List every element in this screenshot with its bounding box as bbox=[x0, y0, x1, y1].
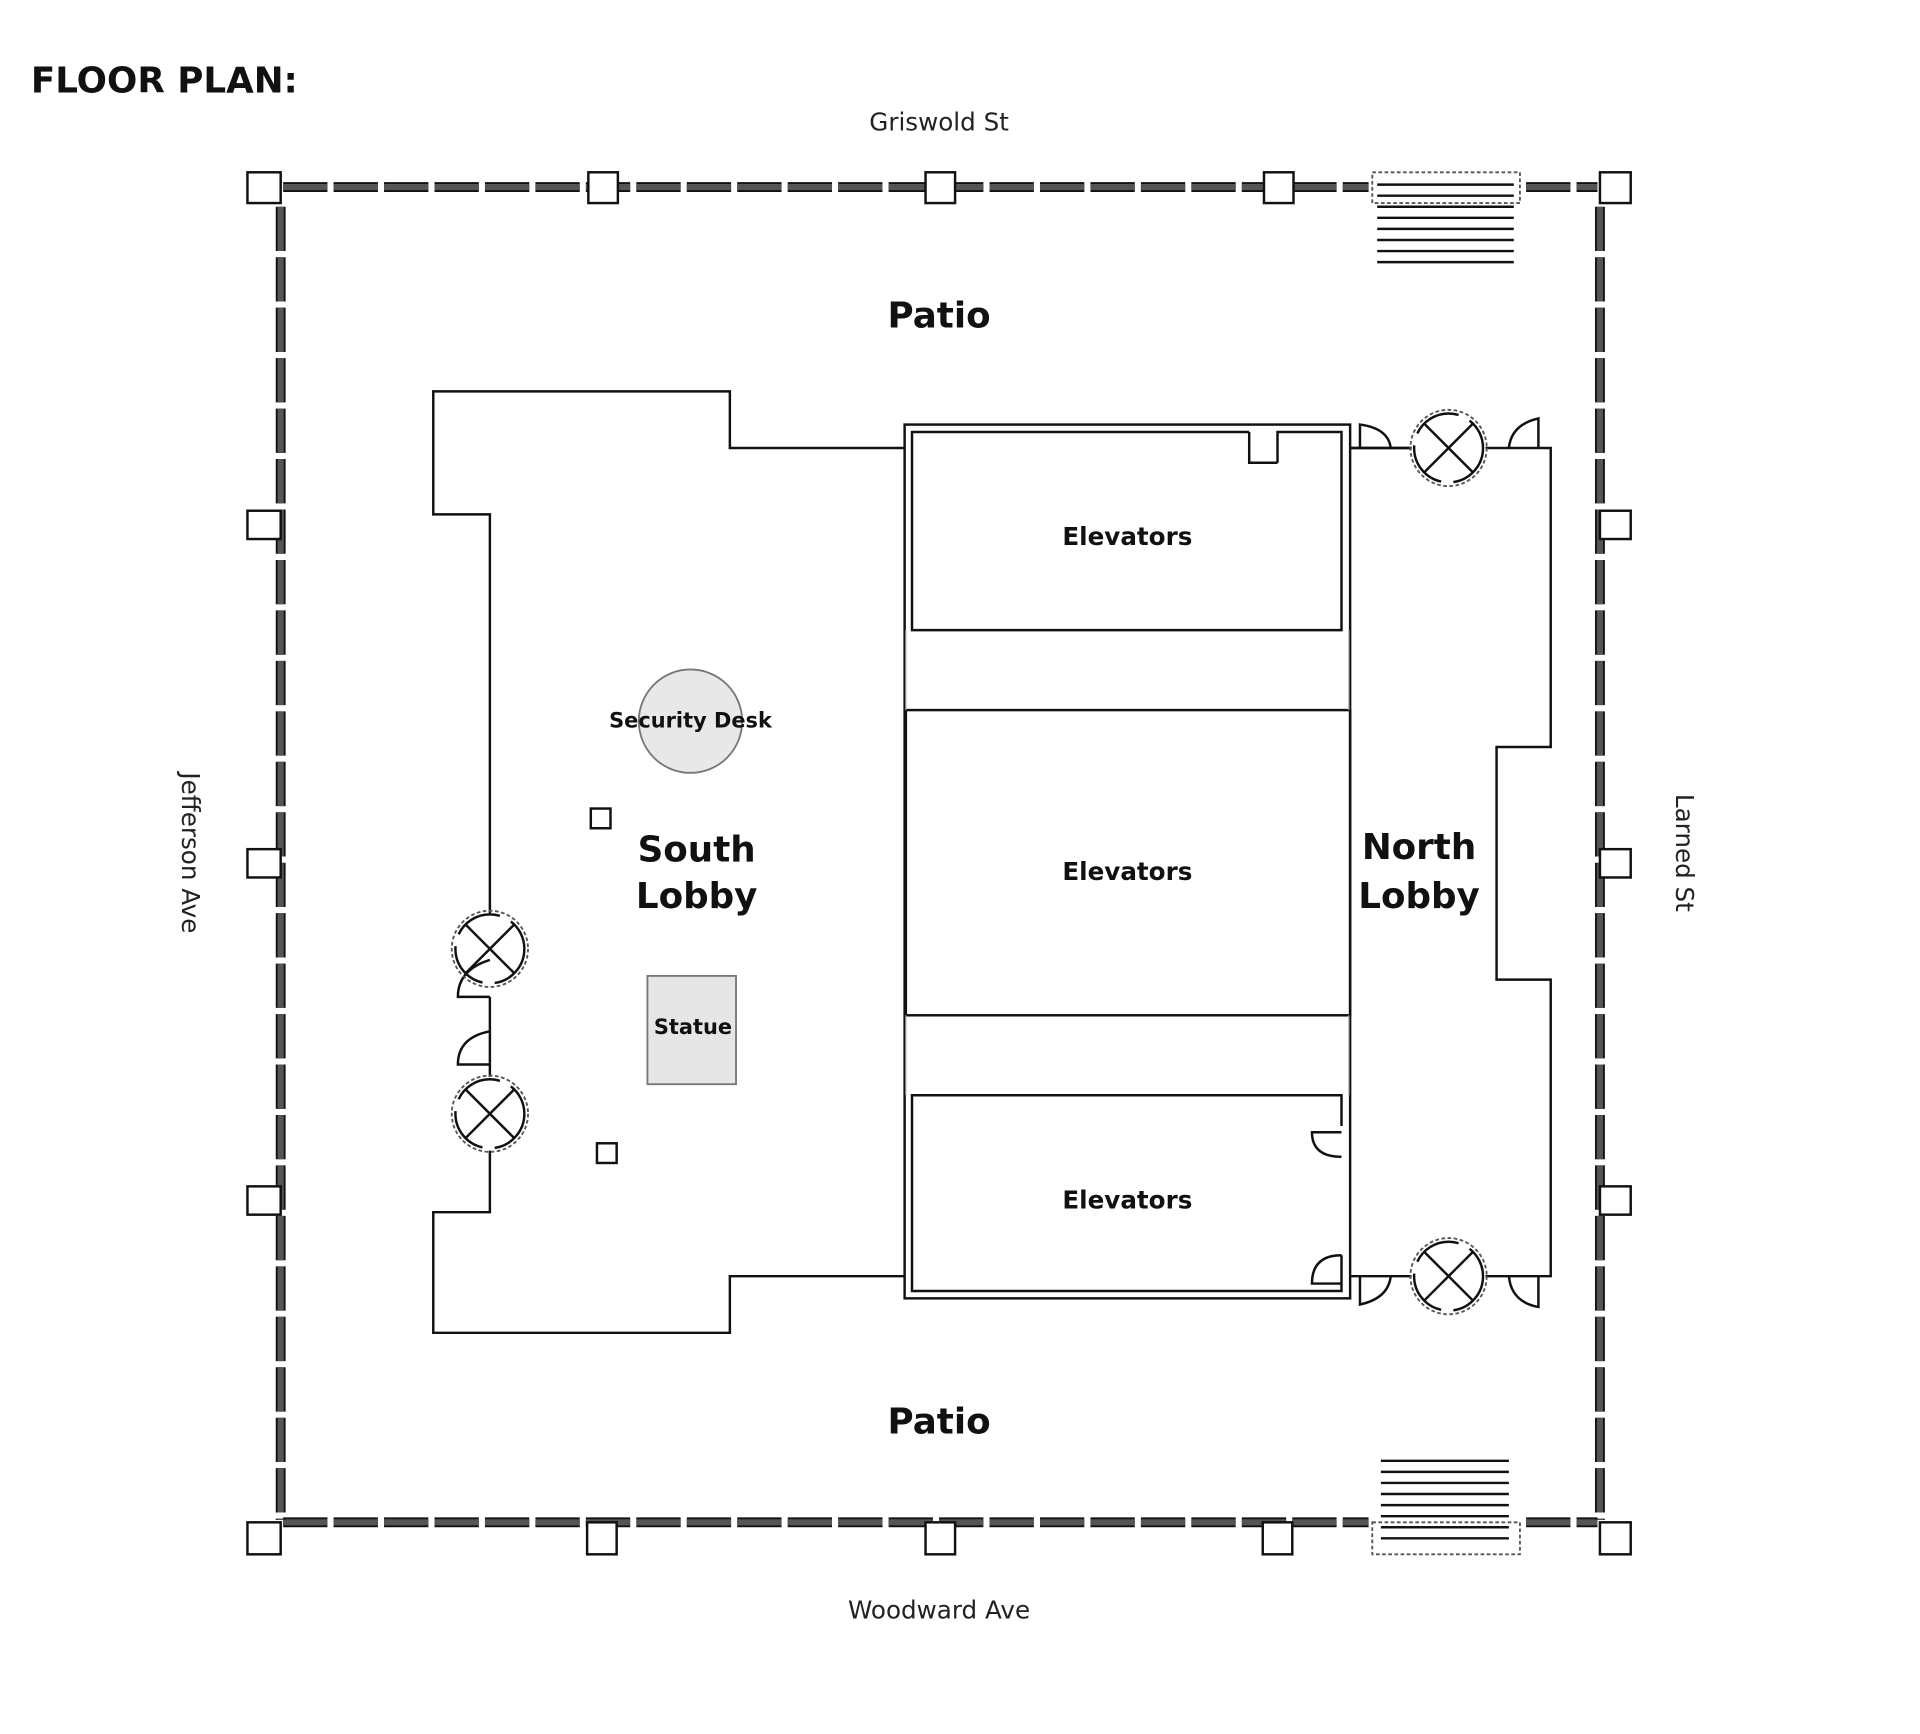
street-label-griswold: Griswold St bbox=[869, 107, 1009, 136]
patio-bottom-label: Patio bbox=[888, 1402, 991, 1443]
street-label-woodward: Woodward Ave bbox=[848, 1595, 1030, 1624]
south-lobby-label-line2: Lobby bbox=[636, 876, 758, 917]
revolving-door-icon bbox=[450, 909, 529, 988]
elevator-core bbox=[903, 423, 1352, 1300]
north-lobby-wall-outline bbox=[1485, 446, 1552, 1278]
elevators-top-label: Elevators bbox=[1062, 522, 1192, 551]
north-lobby-label-line2: Lobby bbox=[1358, 876, 1480, 917]
stairs-bottom bbox=[1371, 1459, 1521, 1556]
revolving-door-icon bbox=[450, 1074, 529, 1153]
south-lobby-wall bbox=[432, 390, 905, 914]
stairs-top bbox=[1371, 171, 1521, 264]
patio-top-label: Patio bbox=[888, 295, 991, 336]
security-desk bbox=[637, 668, 744, 774]
south-lobby-wall-lower bbox=[432, 1150, 905, 1335]
street-label-larned: Larned St bbox=[1670, 794, 1699, 912]
page-title: FLOOR PLAN: bbox=[31, 60, 298, 101]
pillar bbox=[589, 807, 612, 830]
north-lobby-doors bbox=[1358, 416, 1540, 1309]
elevators-middle-label: Elevators bbox=[1062, 857, 1192, 886]
security-desk-label: Security Desk bbox=[609, 708, 773, 732]
south-lobby-doors bbox=[456, 958, 492, 1077]
pillar bbox=[595, 1142, 618, 1165]
statue bbox=[646, 974, 737, 1086]
street-label-jefferson: Jefferson Ave bbox=[176, 770, 205, 933]
revolving-door-icon bbox=[1409, 408, 1488, 488]
north-lobby-label-line1: North bbox=[1362, 827, 1476, 868]
statue-label: Statue bbox=[654, 1015, 732, 1039]
revolving-door-icon bbox=[1409, 1237, 1488, 1316]
columns bbox=[246, 171, 1632, 1556]
elevators-bottom-label: Elevators bbox=[1062, 1186, 1192, 1215]
south-lobby-label-line1: South bbox=[638, 829, 756, 870]
